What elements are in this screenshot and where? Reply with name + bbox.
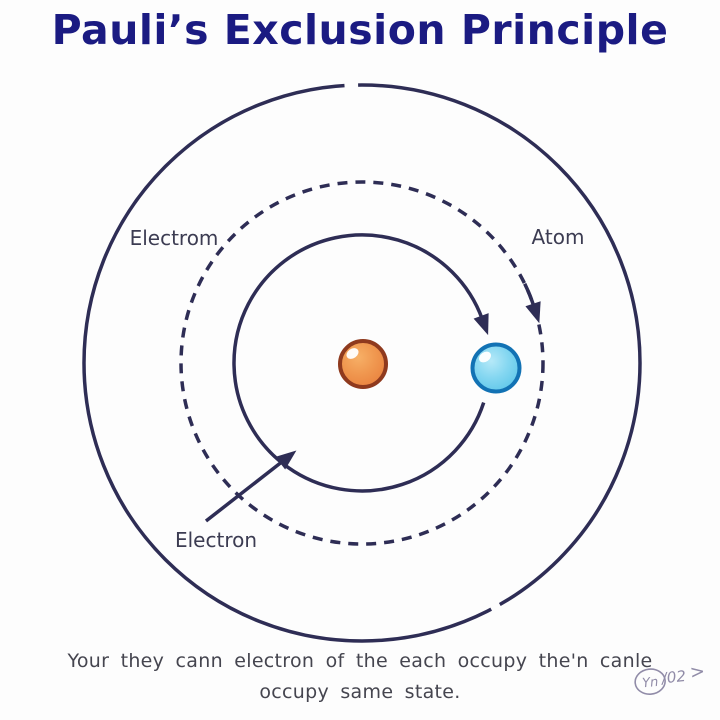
label-atom: Atom bbox=[532, 225, 585, 249]
outer-orbit-circle bbox=[82, 83, 642, 643]
nucleus-highlight bbox=[346, 348, 359, 359]
signature-circle bbox=[634, 668, 666, 695]
electron-highlight bbox=[479, 351, 491, 363]
caption-line-2: occupy same state. bbox=[259, 681, 461, 703]
middle-orbit-dashed-circle bbox=[179, 180, 545, 546]
middle-orbit-direction-arrow bbox=[523, 282, 541, 324]
nucleus-sphere bbox=[338, 339, 388, 389]
signature-initials: Yn bbox=[641, 675, 659, 692]
artist-signature: Yn /02 > bbox=[634, 661, 706, 695]
inner-orbit-arc-arrow bbox=[232, 233, 489, 493]
outer-orbit-gap-bottom-right bbox=[489, 601, 502, 613]
electron-sphere bbox=[470, 342, 522, 394]
page-title: Pauli’s Exclusion Principle bbox=[51, 6, 669, 54]
outer-orbit-gap-top bbox=[344, 81, 359, 90]
label-electron-lower: Electron bbox=[175, 528, 257, 552]
caption-line-1: Your they cann electron of the each occu… bbox=[67, 650, 653, 672]
signature-code: /02 bbox=[659, 667, 687, 688]
electron-pointer-arrow bbox=[204, 450, 297, 523]
signature-chevron: > bbox=[689, 661, 706, 683]
label-electron-upper: Electrom bbox=[130, 226, 219, 250]
